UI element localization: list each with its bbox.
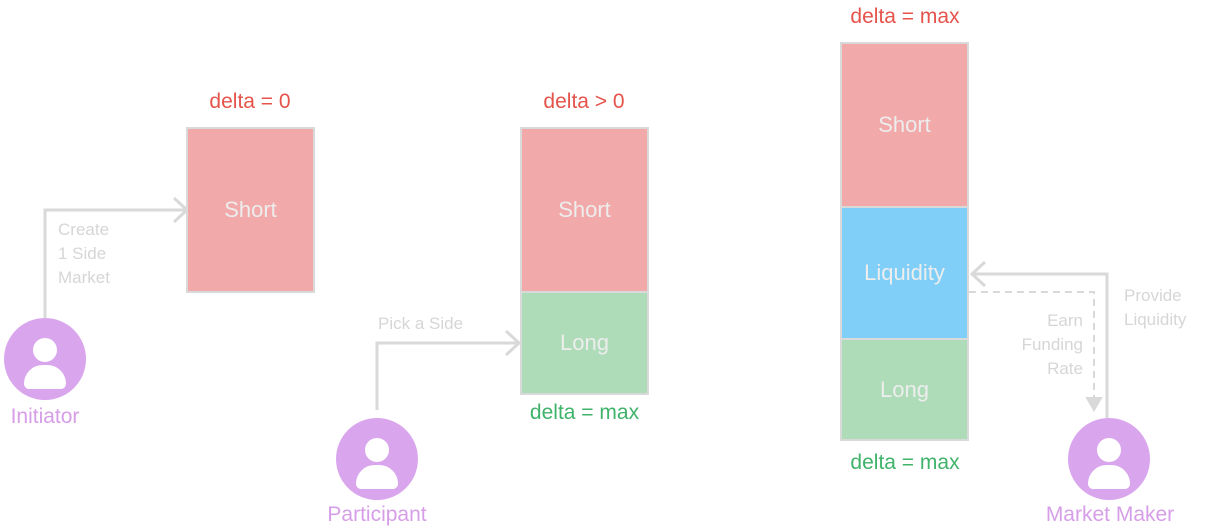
connector-earn-funding: [969, 291, 1095, 406]
initiator-label: Initiator: [10, 405, 80, 428]
stage3-note-provide: Provide Liquidity: [1124, 284, 1186, 332]
stage3-note-earn-line: Funding: [1021, 335, 1083, 354]
connector-provide-liquidity: [972, 272, 1109, 418]
stage2-note: Pick a Side: [378, 314, 464, 333]
arrowhead-provide-liquidity: [969, 260, 987, 288]
stage1-note-line: Create: [58, 220, 110, 239]
stage2-delta-bottom: delta = max: [529, 401, 640, 424]
connector-create-market: [43, 208, 186, 318]
stage3-short-label: Short: [878, 112, 931, 137]
stage3-note-provide-line: Provide: [1124, 286, 1182, 305]
arrowhead-earn-funding: [1085, 397, 1103, 412]
stage2-short-box: Short: [520, 127, 649, 293]
stage2-delta-top: delta > 0: [543, 90, 625, 113]
stage3-delta-bottom: delta = max: [850, 451, 960, 474]
stage3-delta-top: delta = max: [850, 5, 960, 28]
stage3-liquidity-label: Liquidity: [864, 260, 945, 285]
stage3-long-label: Long: [880, 376, 929, 402]
stage1-short-label: Short: [224, 197, 277, 222]
stage2-short-label: Short: [558, 197, 611, 222]
stage3-note-earn-line: Rate: [1047, 359, 1083, 378]
market-maker-avatar-icon: [1068, 418, 1150, 500]
stage2-long-box: Long: [520, 291, 649, 395]
stage1-note-line: Market: [58, 268, 110, 287]
stage1-delta-top: delta = 0: [209, 90, 291, 113]
stage3-liquidity-box: Liquidity: [840, 206, 969, 340]
stage3-note-earn: Earn Funding Rate: [1000, 309, 1083, 381]
market-maker-label: Market Maker: [1045, 503, 1175, 526]
initiator-avatar-icon: [4, 318, 86, 400]
stage2-long-label: Long: [560, 330, 609, 355]
stage1-note: Create 1 Side Market: [58, 218, 110, 290]
stage1-short-box: Short: [186, 127, 315, 293]
arrowhead-pick-side: [504, 329, 522, 357]
stage1-note-line: 1 Side: [58, 244, 107, 263]
participant-avatar-icon: [336, 418, 418, 500]
stage3-short-box: Short: [840, 42, 969, 208]
stage3-note-earn-line: Earn: [1047, 311, 1083, 330]
stage3-note-provide-line: Liquidity: [1124, 310, 1187, 329]
stage3-long-box: Long: [840, 338, 969, 441]
connector-pick-side: [375, 341, 518, 410]
participant-label: Participant: [327, 503, 427, 526]
